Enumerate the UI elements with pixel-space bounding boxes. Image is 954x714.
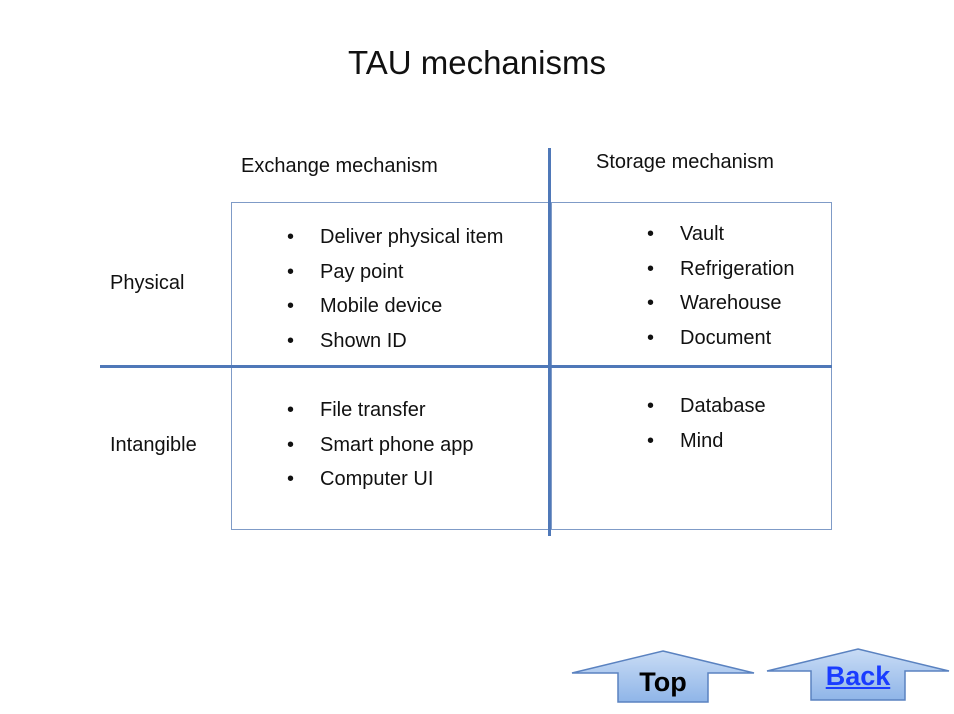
top-button-label: Top bbox=[639, 667, 687, 697]
column-header-storage: Storage mechanism bbox=[596, 151, 774, 173]
list-item: Computer UI bbox=[287, 467, 473, 502]
slide-title: TAU mechanisms bbox=[348, 44, 606, 81]
list-item: Database bbox=[647, 394, 766, 429]
list-item: Document bbox=[647, 326, 795, 361]
list-item: Shown ID bbox=[287, 329, 503, 364]
list-intangible-storage: Database Mind bbox=[647, 394, 766, 463]
list-intangible-exchange: File transfer Smart phone app Computer U… bbox=[287, 398, 473, 502]
list-physical-exchange: Deliver physical item Pay point Mobile d… bbox=[287, 225, 503, 363]
list-item: File transfer bbox=[287, 398, 473, 433]
back-button[interactable]: Back bbox=[765, 647, 951, 703]
list-item: Mind bbox=[647, 429, 766, 464]
list-item: Warehouse bbox=[647, 291, 795, 326]
row-label-intangible: Intangible bbox=[110, 434, 197, 456]
list-item: Pay point bbox=[287, 260, 503, 295]
row-label-physical: Physical bbox=[110, 272, 185, 294]
list-item: Refrigeration bbox=[647, 257, 795, 292]
list-item: Smart phone app bbox=[287, 433, 473, 468]
list-item: Vault bbox=[647, 222, 795, 257]
vertical-axis-line bbox=[548, 148, 551, 536]
list-physical-storage: Vault Refrigeration Warehouse Document bbox=[647, 222, 795, 360]
up-arrow-icon bbox=[766, 648, 950, 701]
up-arrow-icon bbox=[571, 650, 755, 703]
horizontal-axis-line bbox=[100, 365, 832, 368]
column-header-exchange: Exchange mechanism bbox=[241, 155, 438, 177]
list-item: Deliver physical item bbox=[287, 225, 503, 260]
list-item: Mobile device bbox=[287, 294, 503, 329]
back-link[interactable]: Back bbox=[825, 661, 891, 691]
top-button[interactable]: Top bbox=[570, 649, 756, 705]
